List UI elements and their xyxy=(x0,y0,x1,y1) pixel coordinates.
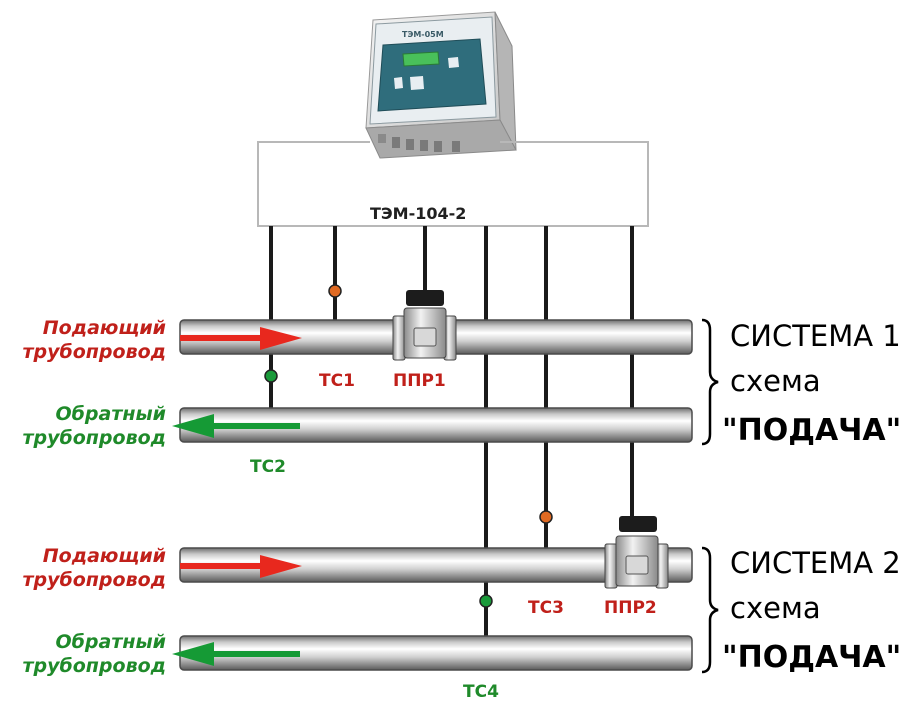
sensor-label-tc2: ТС2 xyxy=(250,457,286,477)
system1-brace xyxy=(701,318,719,446)
system1-mode: "ПОДАЧА" xyxy=(722,413,901,448)
system1-scheme: схема xyxy=(730,364,821,398)
supply-pipe-label-1: Подающий xyxy=(43,545,166,567)
sensor-label-ppr2: ППР2 xyxy=(604,598,657,618)
system2-supply-pipe xyxy=(179,547,693,583)
return-flow-arrow xyxy=(172,414,214,438)
device-panel-title: ТЭМ-05М xyxy=(402,30,444,39)
supply-pipe-label-1: Подающий xyxy=(43,317,166,339)
system1-title: СИСТЕМА 1 xyxy=(730,319,901,353)
temperature-sensor-tc1 xyxy=(328,284,342,298)
flow-meter-ppr2 xyxy=(604,516,669,589)
sensor-label-tc4: ТС4 xyxy=(463,682,499,701)
system2-scheme: схема xyxy=(730,591,821,625)
supply-flow-arrow xyxy=(260,555,302,578)
heat-meter-device: ТЭМ-05М xyxy=(365,11,517,159)
return-flow-arrow xyxy=(172,642,214,666)
cabinet-outline xyxy=(257,141,649,227)
system2-title: СИСТЕМА 2 xyxy=(730,546,901,580)
supply-pipe-label-2: трубопровод xyxy=(22,569,166,591)
supply-pipe-label-2: трубопровод xyxy=(22,341,166,363)
sensor-label-tc3: ТС3 xyxy=(528,598,564,618)
system1-return-pipe xyxy=(172,407,693,443)
system2-return-pipe xyxy=(172,635,693,671)
sensor-label-tc1: ТС1 xyxy=(319,371,355,391)
return-pipe-label-2: трубопровод xyxy=(22,427,166,449)
supply-flow-arrow xyxy=(260,327,302,350)
temperature-sensor-tc4 xyxy=(479,594,493,608)
sensor-label-ppr1: ППР1 xyxy=(393,371,446,391)
return-pipe-label-1: Обратный xyxy=(56,631,166,653)
temperature-sensor-tc3 xyxy=(539,510,553,524)
flow-meter-ppr1 xyxy=(392,290,457,361)
return-pipe-label-2: трубопровод xyxy=(22,655,166,677)
return-pipe-label-1: Обратный xyxy=(56,403,166,425)
system2-brace xyxy=(701,546,719,674)
system2-mode: "ПОДАЧА" xyxy=(722,640,901,675)
device-model-label: ТЭМ-104-2 xyxy=(370,204,466,223)
temperature-sensor-tc2 xyxy=(264,369,278,383)
